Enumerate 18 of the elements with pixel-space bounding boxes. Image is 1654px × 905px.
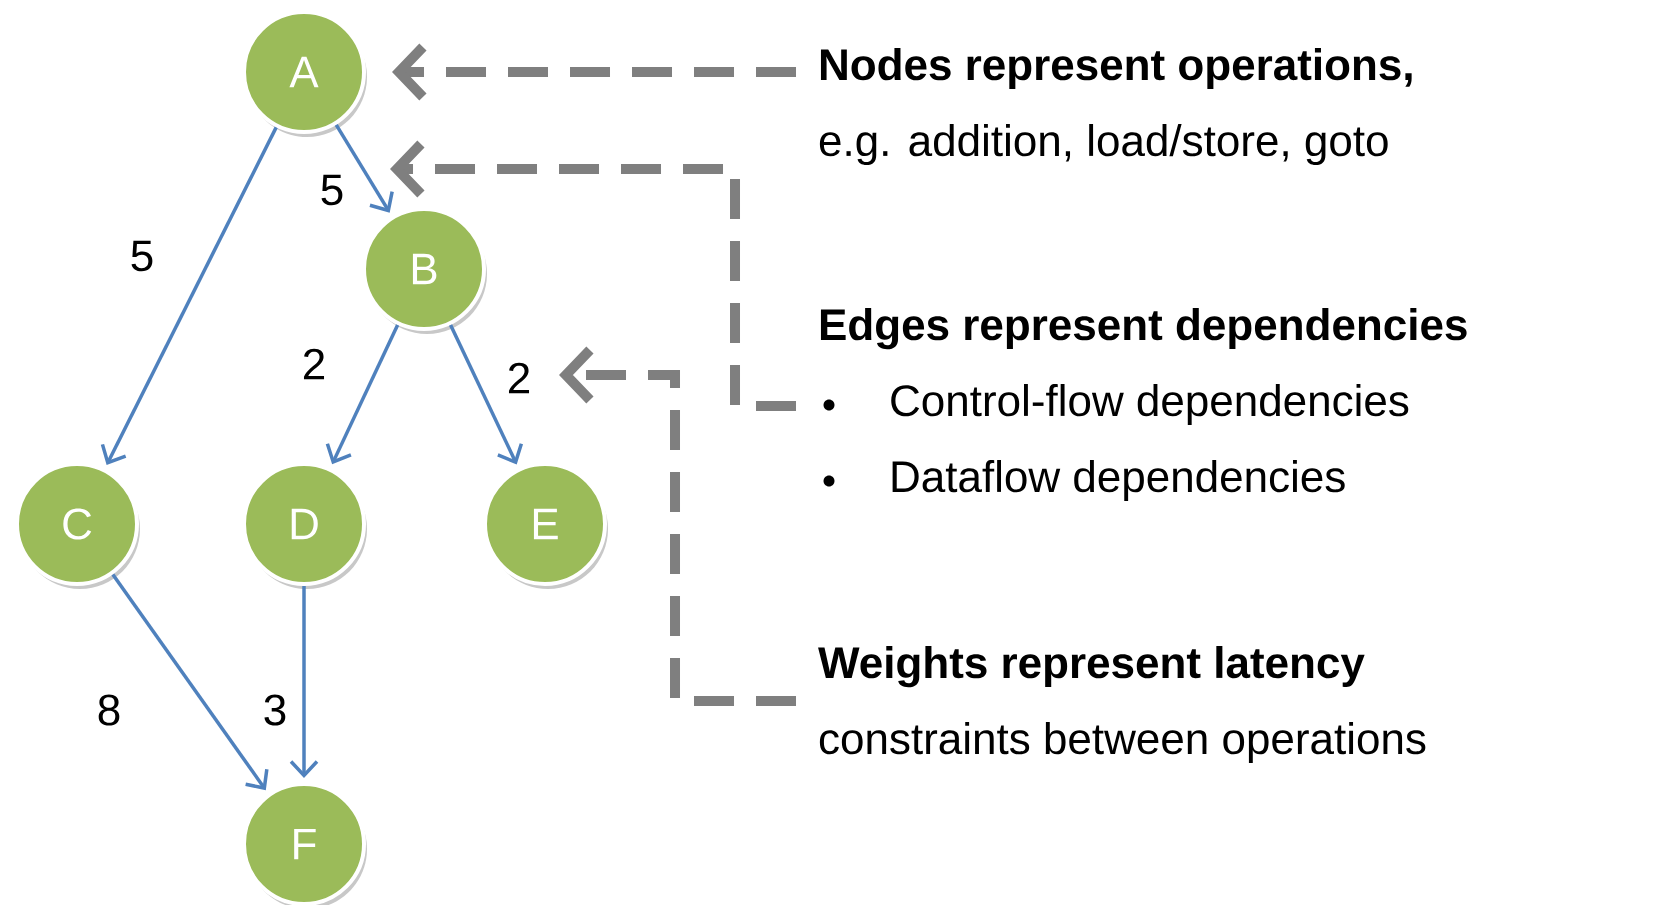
arrow	[111, 573, 269, 791]
leader-arrow	[559, 346, 796, 706]
annotation-text: Edges represent dependencies Control-flow dependencies Dataflow dependencies	[820, 308, 1467, 501]
edge-label: 2	[509, 362, 530, 394]
arrow	[334, 124, 394, 213]
arrow	[289, 586, 319, 778]
annotation-text: Nodes represent operations, e.g. addition, load/store, goto	[819, 48, 1412, 165]
edge-label: 2	[304, 348, 324, 380]
annotation-text: Weights represent latency constraints between operations	[818, 646, 1426, 763]
arrow	[100, 126, 278, 466]
edge-label: 5	[131, 240, 153, 272]
edge-label: 5	[321, 174, 343, 206]
edge-label: 3	[264, 694, 286, 726]
edge-label: 8	[98, 694, 120, 726]
leader-arrow	[390, 140, 796, 411]
leader-arrow	[392, 43, 796, 101]
arrow	[449, 324, 523, 465]
arrow	[325, 324, 400, 465]
